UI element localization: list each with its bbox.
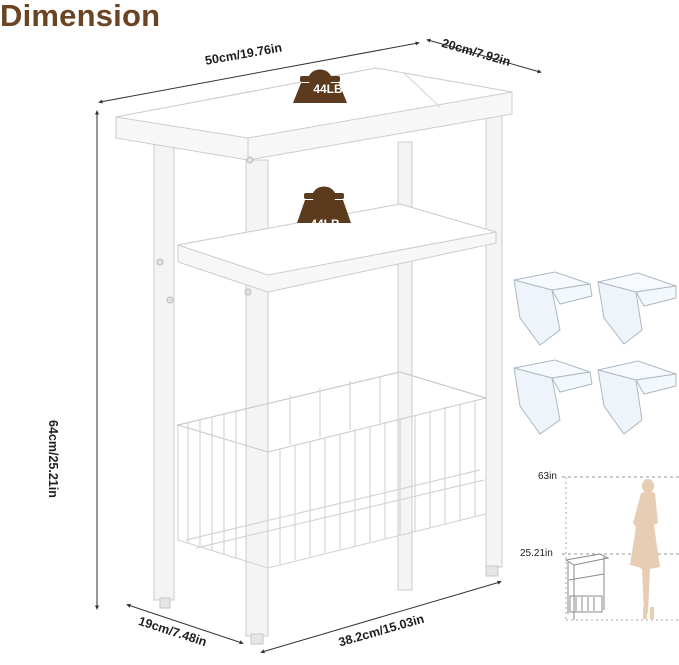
side-table [115, 67, 513, 637]
weight-icon [293, 69, 347, 103]
load-badge-middle: 44LB [310, 217, 340, 231]
corner-protectors [513, 271, 677, 435]
load-badge-top: 44LB [313, 82, 343, 96]
table-height-label: 25.21in [520, 548, 553, 559]
height-label: 64cm/25.21in [46, 420, 60, 498]
page-title: Dimension [0, 0, 161, 33]
base-width-line [260, 580, 502, 654]
mini-table [564, 553, 610, 620]
base-depth-line [126, 603, 244, 645]
person-height-label: 63in [538, 471, 557, 482]
top-width-line [98, 41, 420, 104]
person-silhouette [630, 479, 660, 619]
weight-icon [297, 186, 351, 223]
top-depth-line [426, 38, 542, 74]
basket-wires [185, 376, 485, 564]
